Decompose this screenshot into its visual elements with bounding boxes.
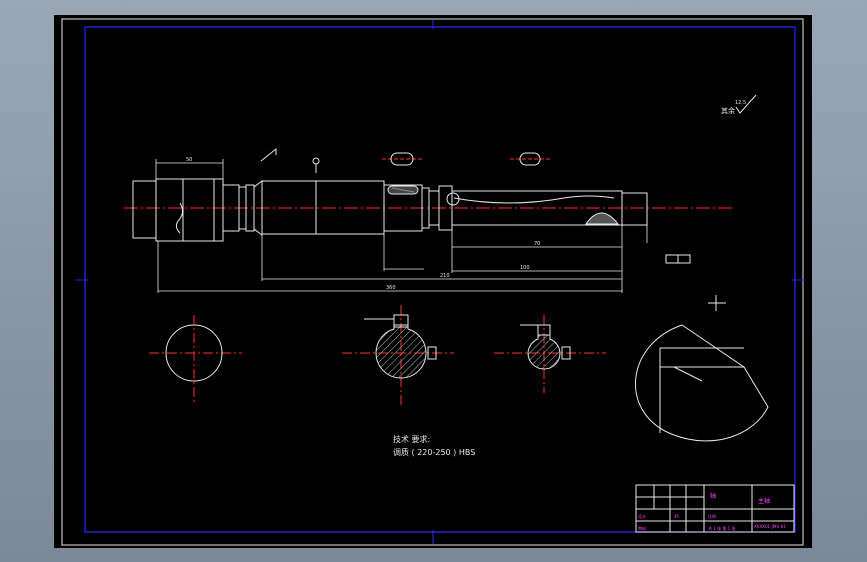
tech-line: 调质 ( 220-250 ) HBS [393, 447, 475, 457]
title-part-name-2: 主轴 [758, 497, 770, 505]
dim-overall: 360 [386, 285, 396, 291]
dimension-lines [155, 159, 648, 293]
shaft-main-view [124, 178, 732, 264]
title-drawing-no: XXXX01-JMU-01 [754, 524, 786, 529]
title-material: 45 [674, 514, 680, 519]
title-scale: 比例 [708, 513, 716, 519]
title-sheet: 共 1 张 第 1 张 [708, 525, 735, 531]
sheet-border [61, 18, 804, 546]
section-circle-left [149, 315, 242, 405]
title-designer: 设计 [638, 513, 646, 519]
title-block: 轴 主轴 XXXX01-JMU-01 45 比例 共 1 张 第 1 张 设计 … [635, 484, 795, 533]
tech-title: 技术 要求: [393, 434, 430, 444]
dim-right-span: 100 [520, 265, 530, 271]
title-part-name: 轴 [710, 492, 716, 500]
dimension-texts: 50 360 210 100 70 [186, 157, 540, 291]
drawing-canvas: 其余 12.5 [61, 18, 804, 546]
roughness-label: 其余 [721, 106, 735, 115]
section-keyway-2 [494, 315, 606, 393]
drawing-sheet: 其余 12.5 [54, 15, 812, 548]
technical-requirements: 技术 要求: 调质 ( 220-250 ) HBS [393, 434, 475, 457]
detail-view [635, 295, 769, 442]
dim-left-len: 50 [186, 157, 192, 163]
dim-mid-span: 210 [440, 273, 450, 279]
keyway-markers [260, 147, 550, 173]
title-check: 审核 [638, 525, 646, 531]
roughness-note: 其余 12.5 [721, 94, 757, 115]
section-keyway-1 [342, 305, 454, 407]
dim-step: 70 [534, 241, 540, 247]
roughness-value: 12.5 [735, 100, 746, 106]
